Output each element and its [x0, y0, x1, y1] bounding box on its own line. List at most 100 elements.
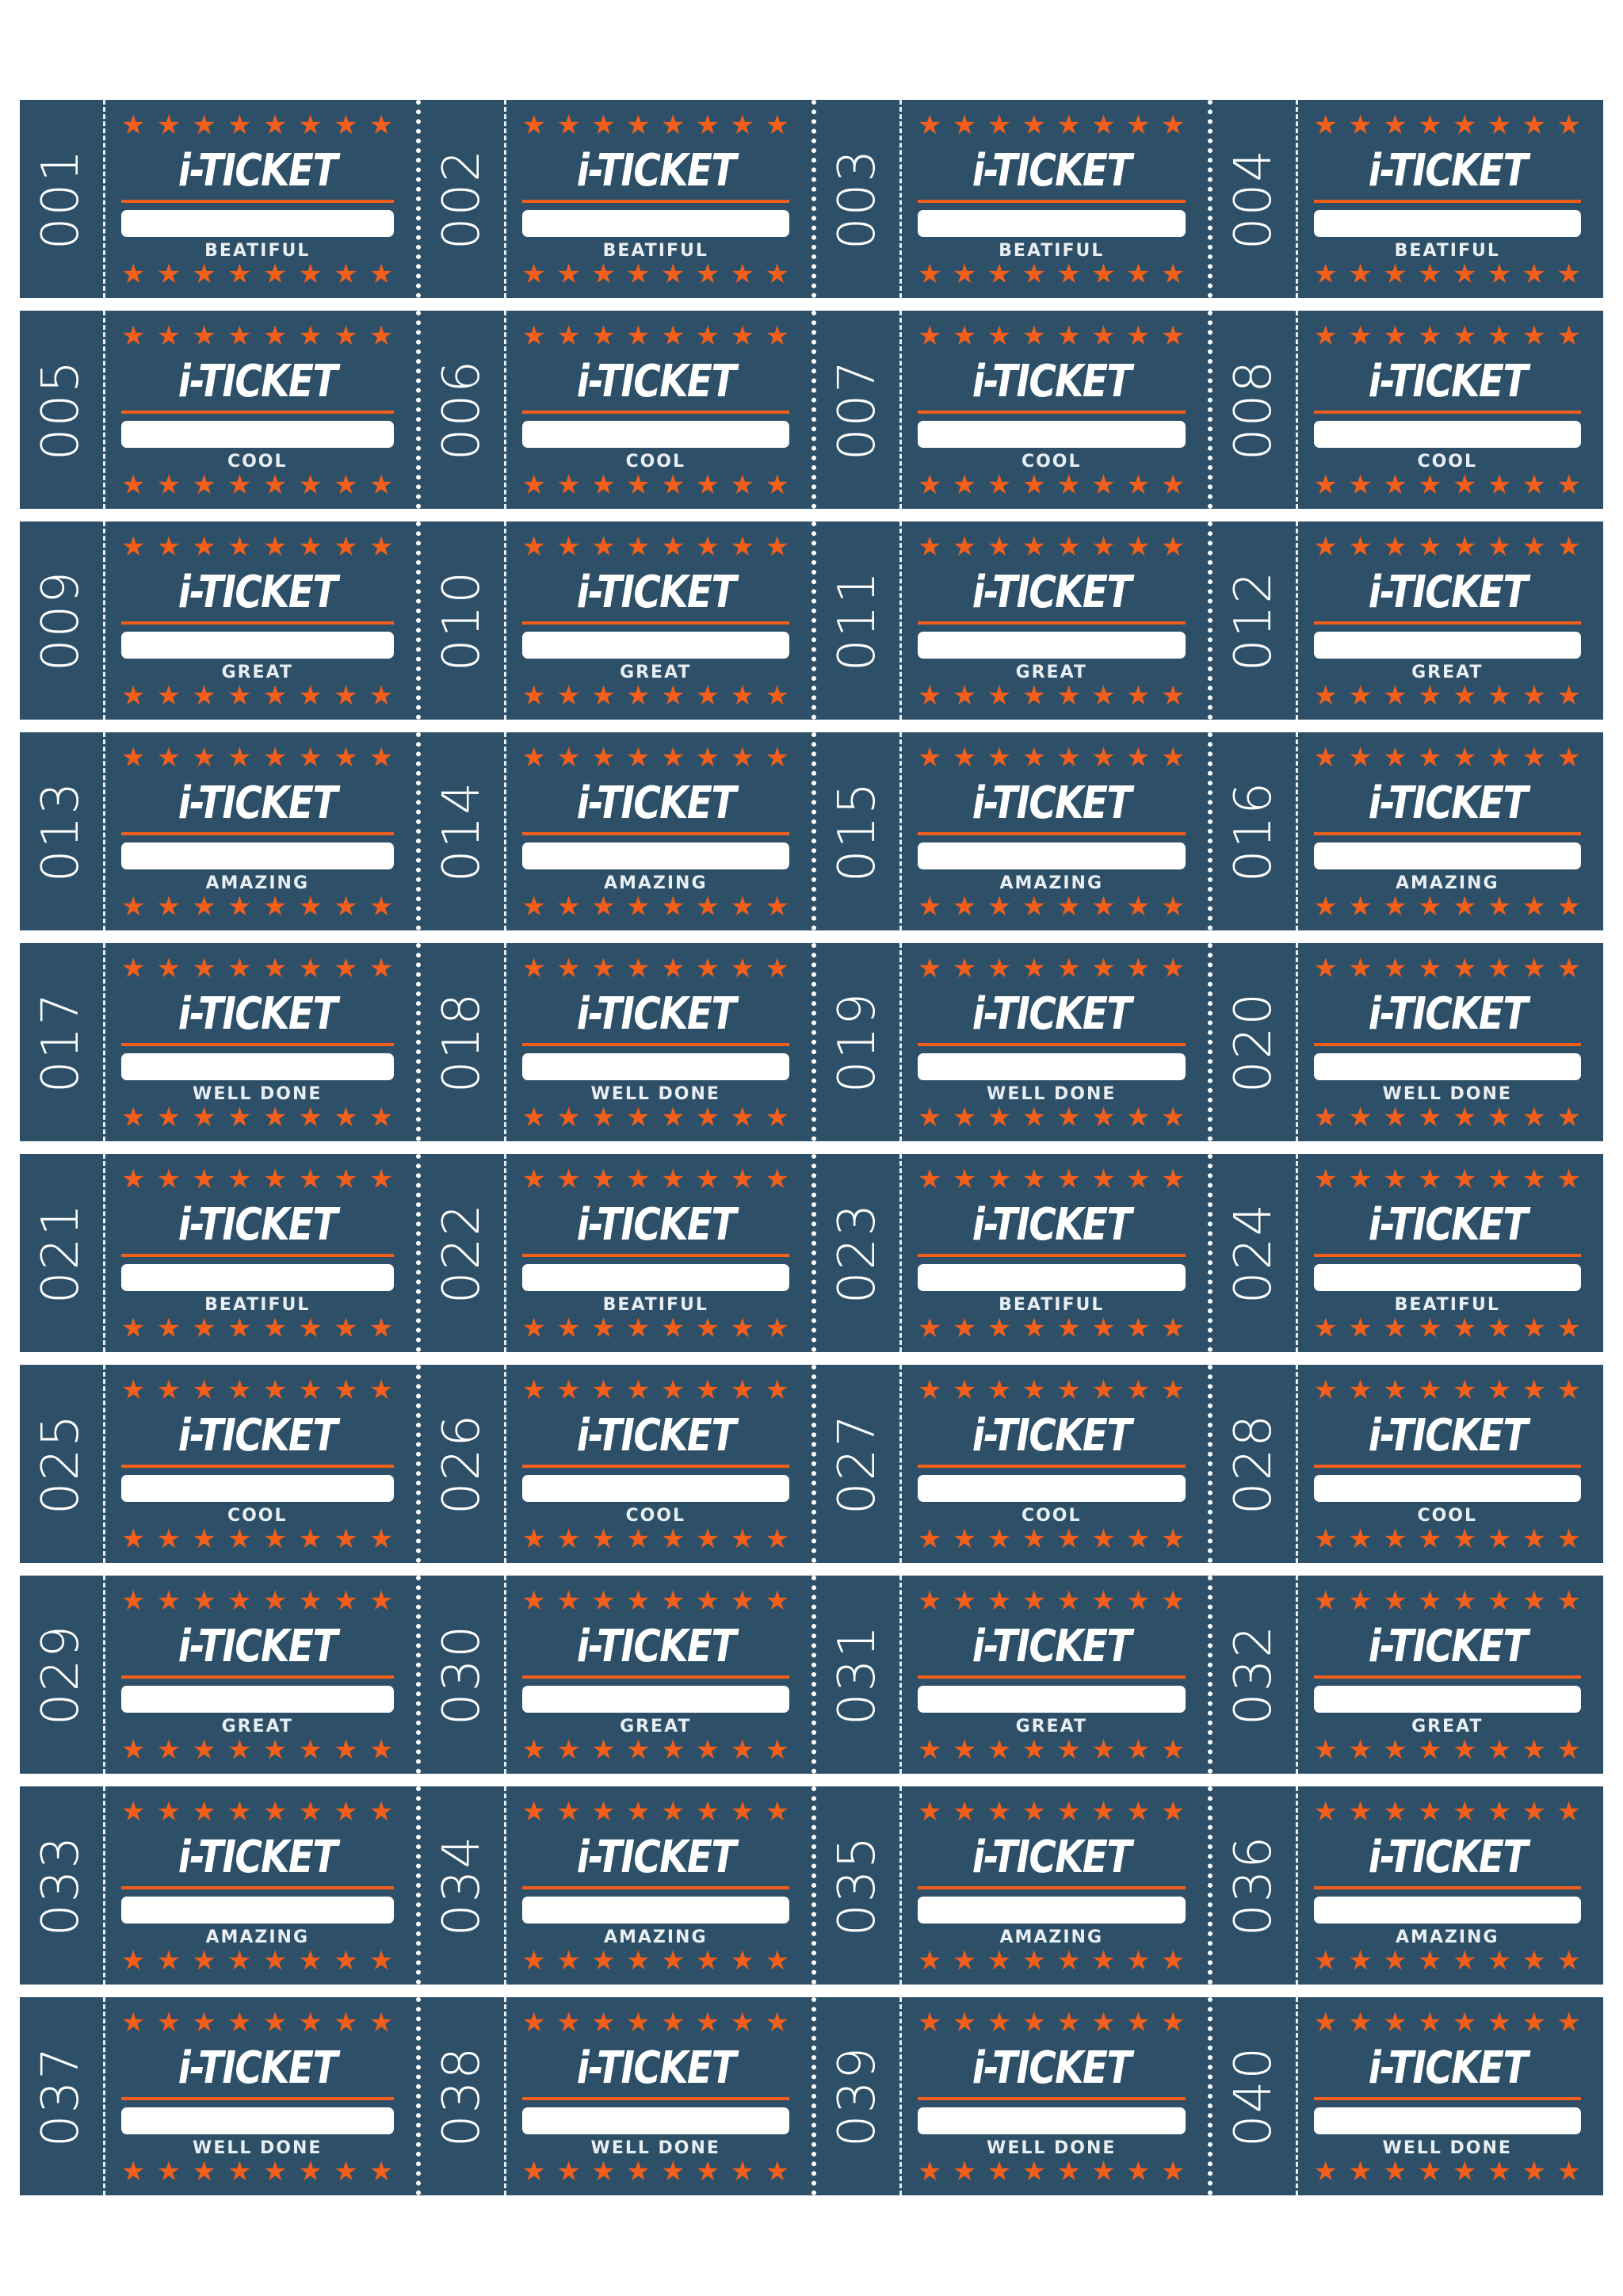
name-field[interactable]	[521, 1475, 789, 1502]
stars-top: ★★★★★★★★	[918, 111, 1186, 139]
name-field[interactable]	[1313, 1264, 1581, 1291]
star-icon: ★	[1091, 891, 1116, 923]
star-icon: ★	[1522, 258, 1547, 290]
name-field[interactable]	[1313, 1897, 1581, 1924]
orange-divider	[1313, 200, 1581, 203]
ticket-row: 013 ★★★★★★★★ i-TICKET AMAZING ★★★★★★★★ 0…	[20, 732, 1603, 930]
ticket-caption: GREAT	[620, 1717, 692, 1736]
orange-divider	[121, 411, 394, 414]
name-field[interactable]	[1313, 421, 1581, 448]
name-field[interactable]	[121, 421, 394, 448]
ticket-stub: 033	[20, 1786, 105, 1985]
ticket-title: i-TICKET	[1368, 1832, 1528, 1883]
star-icon: ★	[556, 1585, 581, 1617]
stars-top: ★★★★★★★★	[522, 322, 790, 350]
name-field[interactable]	[521, 2107, 789, 2134]
ticket-title: i-TICKET	[1368, 2042, 1528, 2094]
star-icon: ★	[262, 1163, 288, 1195]
name-field[interactable]	[521, 421, 789, 448]
ticket-caption: GREAT	[1411, 1717, 1484, 1736]
star-icon: ★	[987, 1102, 1012, 1133]
name-field[interactable]	[918, 210, 1186, 237]
name-field[interactable]	[918, 1686, 1186, 1713]
name-field[interactable]	[521, 210, 789, 237]
star-icon: ★	[1383, 2007, 1407, 2038]
name-field[interactable]	[1313, 210, 1581, 237]
name-field[interactable]	[918, 1897, 1186, 1924]
name-field[interactable]	[521, 842, 789, 869]
ticket: 013 ★★★★★★★★ i-TICKET AMAZING ★★★★★★★★	[20, 732, 416, 930]
name-field[interactable]	[1313, 1053, 1581, 1080]
name-field[interactable]	[121, 1264, 394, 1291]
name-field[interactable]	[121, 1053, 394, 1080]
star-icon: ★	[1556, 1585, 1581, 1617]
star-icon: ★	[262, 2007, 288, 2038]
star-icon: ★	[1126, 742, 1151, 774]
stars-top: ★★★★★★★★	[522, 1165, 790, 1194]
name-field[interactable]	[521, 1686, 789, 1713]
star-icon: ★	[1418, 680, 1442, 712]
star-icon: ★	[1022, 1796, 1047, 1828]
star-icon: ★	[1161, 1945, 1186, 1977]
name-field[interactable]	[1313, 1475, 1581, 1502]
name-field[interactable]	[918, 842, 1186, 869]
star-icon: ★	[1313, 1374, 1338, 1406]
ticket-face: ★★★★★★★★ i-TICKET COOL ★★★★★★★★	[1313, 1365, 1581, 1563]
star-icon: ★	[695, 891, 720, 923]
name-field[interactable]	[121, 1686, 394, 1713]
name-field[interactable]	[918, 1053, 1186, 1080]
star-icon: ★	[1452, 2007, 1477, 2038]
name-field[interactable]	[121, 632, 394, 659]
ticket-caption: GREAT	[620, 663, 692, 682]
name-field[interactable]	[121, 2107, 394, 2134]
star-icon: ★	[765, 1374, 789, 1406]
name-field[interactable]	[121, 842, 394, 869]
ticket-number: 038	[433, 2045, 491, 2148]
ticket: 009 ★★★★★★★★ i-TICKET GREAT ★★★★★★★★	[20, 521, 416, 720]
name-field[interactable]	[1313, 632, 1581, 659]
star-icon: ★	[1313, 2156, 1338, 2187]
stars-bottom: ★★★★★★★★	[522, 1314, 790, 1343]
name-field[interactable]	[121, 210, 394, 237]
star-icon: ★	[591, 1523, 616, 1555]
name-field[interactable]	[121, 1475, 394, 1502]
name-field[interactable]	[521, 1053, 789, 1080]
star-icon: ★	[121, 531, 146, 563]
orange-divider	[1313, 621, 1581, 625]
star-icon: ★	[591, 953, 616, 984]
star-icon: ★	[1126, 891, 1151, 923]
star-icon: ★	[1522, 1734, 1547, 1766]
star-icon: ★	[298, 2156, 323, 2187]
star-icon: ★	[262, 1523, 288, 1555]
star-icon: ★	[1452, 320, 1477, 352]
star-icon: ★	[1313, 1945, 1338, 1977]
name-field[interactable]	[1313, 2107, 1581, 2134]
name-field[interactable]	[521, 1264, 789, 1291]
name-field[interactable]	[918, 2107, 1186, 2134]
star-icon: ★	[660, 1945, 685, 1977]
name-field[interactable]	[918, 1264, 1186, 1291]
star-icon: ★	[918, 1945, 942, 1977]
star-icon: ★	[1452, 1945, 1477, 1977]
star-icon: ★	[918, 1374, 942, 1406]
star-icon: ★	[1452, 1734, 1477, 1766]
name-field[interactable]	[918, 1475, 1186, 1502]
name-field[interactable]	[1313, 842, 1581, 869]
ticket-number: 013	[32, 780, 91, 883]
star-icon: ★	[660, 742, 685, 774]
ticket-caption: BEATIFUL	[204, 1295, 311, 1315]
star-icon: ★	[918, 742, 942, 774]
ticket-title: i-TICKET	[178, 1410, 338, 1461]
name-field[interactable]	[121, 1897, 394, 1924]
name-field[interactable]	[521, 1897, 789, 1924]
name-field[interactable]	[521, 632, 789, 659]
name-field[interactable]	[918, 632, 1186, 659]
star-icon: ★	[1161, 1374, 1186, 1406]
name-field[interactable]	[918, 421, 1186, 448]
star-icon: ★	[591, 320, 616, 352]
ticket-title: i-TICKET	[1368, 356, 1528, 407]
stars-bottom: ★★★★★★★★	[121, 892, 394, 921]
name-field[interactable]	[1313, 1686, 1581, 1713]
star-icon: ★	[521, 1734, 546, 1766]
stars-top: ★★★★★★★★	[121, 533, 394, 561]
